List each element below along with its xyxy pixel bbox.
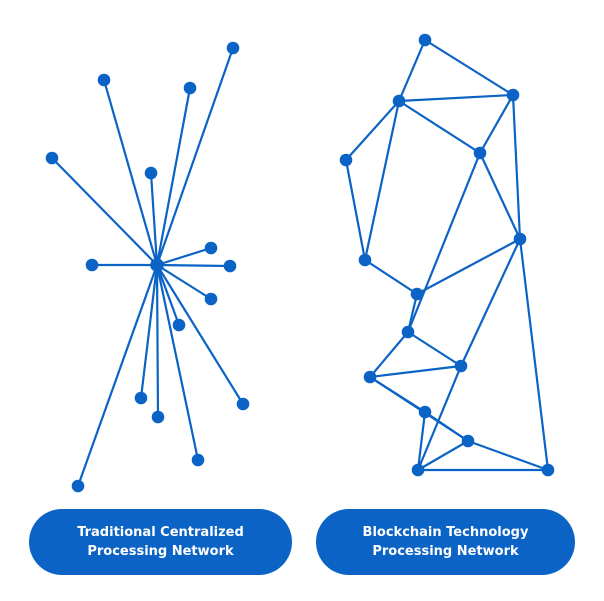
centralized-edge [155, 263, 181, 327]
blockchain-edge [406, 292, 419, 334]
blockchain-node [411, 463, 425, 477]
blockchain-edge [406, 330, 463, 368]
centralized-edge [155, 46, 235, 267]
blockchain-edge [478, 151, 522, 241]
blockchain-node [418, 405, 432, 419]
blockchain-edge [416, 364, 463, 472]
blockchain-network-label: Blockchain Technology Processing Network [316, 509, 575, 575]
centralized-edge [155, 246, 213, 267]
blockchain-edge [363, 258, 419, 296]
centralized-label-text: Traditional Centralized Processing Netwo… [77, 523, 244, 561]
blockchain-label-line-2: Processing Network [372, 544, 519, 559]
centralized-node [97, 73, 111, 87]
centralized-edge [155, 263, 245, 406]
centralized-hub-node [150, 258, 164, 272]
centralized-edge [155, 263, 200, 462]
blockchain-edge [518, 237, 550, 472]
centralized-edge [155, 263, 232, 268]
centralized-node [71, 479, 85, 493]
centralized-node [134, 391, 148, 405]
blockchain-network-nodes [339, 33, 555, 477]
centralized-node [236, 397, 250, 411]
blockchain-edge [397, 38, 427, 103]
centralized-node [151, 410, 165, 424]
centralized-node [45, 151, 59, 165]
centralized-node [144, 166, 158, 180]
blockchain-node [513, 232, 527, 246]
blockchain-edge [466, 439, 550, 472]
blockchain-node [541, 463, 555, 477]
blockchain-label-text: Blockchain Technology Processing Network [363, 523, 529, 561]
blockchain-edge [478, 93, 515, 155]
centralized-node [204, 241, 218, 255]
centralized-node [223, 259, 237, 273]
blockchain-node [454, 359, 468, 373]
centralized-edge [50, 156, 159, 267]
centralized-label-line-2: Processing Network [87, 544, 234, 559]
centralized-node [172, 318, 186, 332]
centralized-edge [76, 263, 159, 488]
blockchain-node [339, 153, 353, 167]
blockchain-edge [344, 158, 367, 262]
centralized-edge [155, 86, 192, 267]
centralized-node [191, 453, 205, 467]
blockchain-edge [459, 237, 522, 368]
centralized-node [85, 258, 99, 272]
blockchain-edge [344, 99, 401, 162]
blockchain-node [418, 33, 432, 47]
blockchain-edge [423, 38, 515, 97]
blockchain-node [363, 370, 377, 384]
centralized-network-label: Traditional Centralized Processing Netwo… [29, 509, 292, 575]
blockchain-node [506, 88, 520, 102]
blockchain-node [461, 434, 475, 448]
blockchain-edge [363, 99, 401, 262]
blockchain-node [358, 253, 372, 267]
blockchain-edge [416, 410, 427, 472]
centralized-label-line-1: Traditional Centralized [77, 525, 244, 540]
blockchain-edge [423, 410, 470, 443]
blockchain-label-line-1: Blockchain Technology [362, 525, 529, 540]
centralized-edge [139, 263, 159, 400]
blockchain-edge [511, 93, 522, 241]
blockchain-node [392, 94, 406, 108]
blockchain-edge [415, 237, 522, 296]
blockchain-edge [397, 93, 515, 103]
centralized-network-edges [50, 46, 245, 488]
blockchain-node [473, 146, 487, 160]
centralized-network-nodes [45, 41, 250, 493]
blockchain-edge [368, 330, 410, 379]
blockchain-edge [406, 151, 482, 334]
centralized-edge [102, 78, 159, 267]
centralized-node [226, 41, 240, 55]
blockchain-node [410, 287, 424, 301]
centralized-edge [149, 171, 159, 267]
centralized-edge [155, 263, 160, 419]
centralized-node [183, 81, 197, 95]
blockchain-network-edges [344, 38, 550, 472]
centralized-node [204, 292, 218, 306]
centralized-edge [155, 263, 213, 301]
blockchain-edge [368, 364, 463, 379]
blockchain-edge [416, 439, 470, 472]
blockchain-edge [397, 99, 482, 155]
blockchain-node [401, 325, 415, 339]
